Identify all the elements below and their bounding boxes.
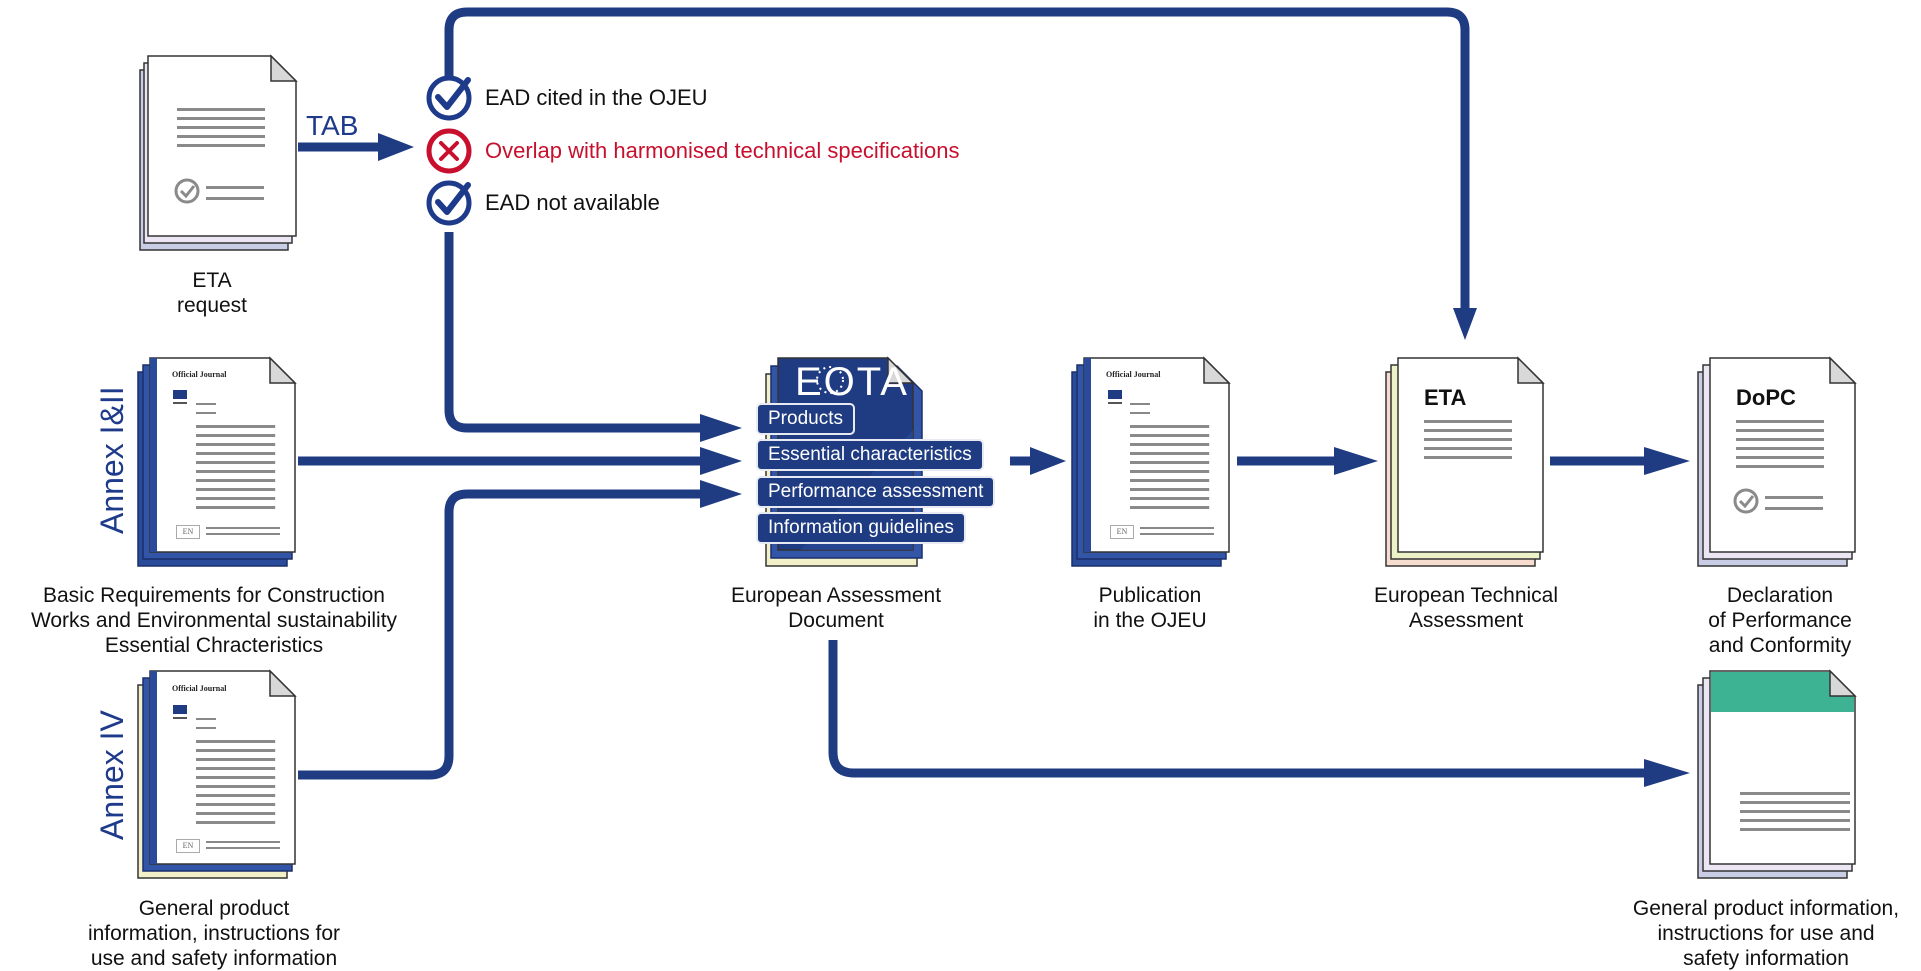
- ead-to-general-info-connector: [828, 640, 1648, 778]
- check-label-overlap: Overlap with harmonised technical specif…: [485, 138, 960, 163]
- general-info-document-icon: [1697, 669, 1857, 879]
- annex-4-caption: General product information, instruction…: [87, 897, 341, 970]
- annex-4-side-label: Annex IV: [94, 710, 130, 840]
- top-loop-connector: [444, 7, 1470, 310]
- arrow-head: [1030, 447, 1066, 475]
- language-badge: EN: [1110, 525, 1134, 539]
- language-badge: EN: [176, 525, 200, 539]
- arrow-head: [1453, 308, 1477, 340]
- annex-1-2-side-label: Annex I&II: [94, 386, 130, 534]
- tab-label: TAB: [306, 110, 359, 141]
- annex4-to-ead-connector: [298, 489, 705, 780]
- arrow-head: [1644, 759, 1690, 787]
- check-circle-icon: [426, 75, 472, 121]
- eta-request-document-icon: [139, 54, 298, 251]
- check-circle-icon: [426, 180, 472, 226]
- journal-title: Official Journal: [172, 684, 227, 693]
- publication-caption: Publication in the OJEU: [1093, 584, 1207, 632]
- ead-chip-essential-characteristics: Essential characteristics: [756, 439, 984, 471]
- ead-chip-performance-assessment: Performance assessment: [756, 476, 996, 508]
- arrow-head: [1644, 447, 1690, 475]
- journal-title: Official Journal: [172, 370, 227, 379]
- annex-1-2-journal-icon: [137, 356, 297, 567]
- dopc-caption: Declaration of Performance and Conformit…: [1708, 584, 1852, 657]
- dopc-document-icon: [1697, 356, 1857, 567]
- arrow-head: [700, 447, 742, 475]
- annex-1-2-caption: Basic Requirements for Construction Work…: [30, 584, 398, 657]
- general-info-caption: General product information, instruction…: [1632, 897, 1900, 970]
- ead-caption: European Assessment Document: [730, 584, 942, 632]
- language-badge: EN: [176, 839, 200, 853]
- flow-connectors: [298, 7, 1648, 780]
- eta-document-icon: [1385, 356, 1545, 567]
- dopc-doc-title: DoPC: [1736, 385, 1796, 410]
- check-label-ead-cited: EAD cited in the OJEU: [485, 85, 708, 110]
- arrow-head: [700, 480, 742, 508]
- annex-4-journal-icon: [137, 669, 297, 879]
- eta-caption: European Technical Assessment: [1373, 584, 1559, 632]
- arrow-head: [1334, 447, 1378, 475]
- check-label-ead-not-available: EAD not available: [485, 190, 660, 215]
- publication-journal-icon: [1071, 356, 1231, 567]
- ead-chip-products: Products: [756, 403, 855, 435]
- checks-to-ead-connector: [444, 232, 705, 433]
- eota-logo: EOTA: [795, 360, 909, 404]
- cross-circle-icon: [426, 128, 472, 174]
- arrow-head: [700, 414, 742, 442]
- arrow-head: [378, 133, 414, 161]
- arrow-heads: [378, 133, 1690, 787]
- ead-chip-information-guidelines: Information guidelines: [756, 512, 966, 544]
- eta-request-caption: ETA request: [176, 269, 248, 317]
- journal-title: Official Journal: [1106, 370, 1161, 379]
- eta-doc-title: ETA: [1424, 385, 1467, 410]
